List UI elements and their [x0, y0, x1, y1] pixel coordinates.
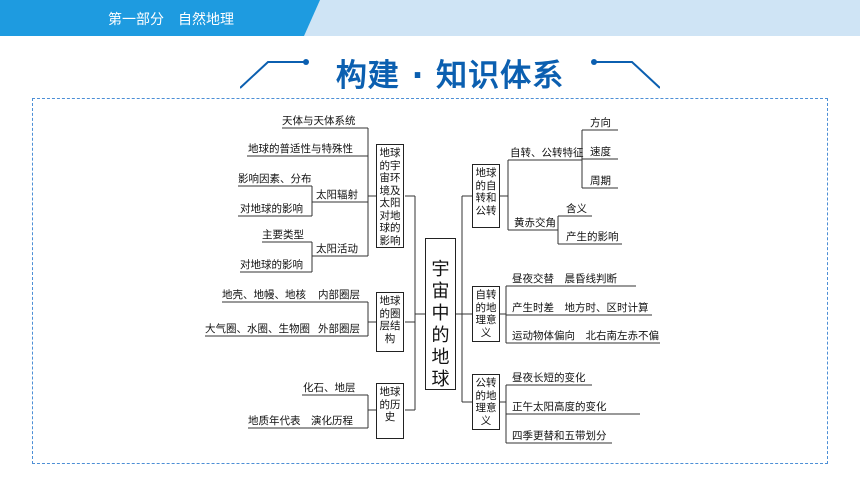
page-title: 构建 · 知识体系	[335, 58, 565, 94]
box-earth-history: 地球的历史	[376, 383, 404, 439]
title-swoosh-decor	[240, 59, 660, 89]
node-day-length: 昼夜长短的变化	[512, 372, 586, 384]
header-bar: 第一部分 自然地理	[0, 0, 860, 36]
node-activity-impact: 对地球的影响	[240, 259, 303, 271]
node-solar-radiation: 太阳辐射	[316, 189, 358, 201]
diagram-frame	[32, 98, 828, 464]
node-radiation-impact: 对地球的影响	[240, 203, 303, 215]
box-universe-environment: 地球的宇宙环境及太阳对地球的影响	[376, 144, 404, 248]
node-solar-activity: 太阳活动	[316, 243, 358, 255]
node-earth-universality: 地球的普适性与特殊性	[248, 143, 353, 155]
box-revolution-meaning: 公转的地理意义	[472, 374, 500, 430]
node-radiation-factors: 影响因素、分布	[238, 173, 312, 185]
box-rotation-meaning: 自转的地理意义	[472, 286, 500, 342]
node-celestial-systems: 天体与天体系统	[282, 115, 356, 127]
title-banner: 构建 · 知识体系	[240, 46, 660, 94]
node-deflection: 运动物体偏向 北右南左赤不偏	[512, 330, 659, 342]
box-earth-motion: 地球的自转和公转	[472, 164, 500, 228]
node-fossils-strata: 化石、地层	[303, 382, 356, 394]
box-earth-layers: 地球的圈层结构	[376, 292, 404, 352]
node-obliquity: 黄赤交角	[514, 217, 556, 229]
node-obliquity-impact: 产生的影响	[566, 231, 619, 243]
node-inner-detail: 地壳、地幔、地核	[222, 289, 306, 301]
node-speed: 速度	[590, 146, 611, 158]
node-activity-types: 主要类型	[262, 229, 304, 241]
node-outer-detail: 大气圈、水圈、生物圈	[205, 323, 310, 335]
node-seasons-zones: 四季更替和五带划分	[512, 430, 607, 442]
node-geologic-timescale: 地质年代表 演化历程	[248, 415, 353, 427]
node-motion-features: 自转、公转特征	[510, 147, 584, 159]
node-inner-layers: 内部圈层	[318, 289, 360, 301]
node-obliquity-meaning: 含义	[566, 203, 587, 215]
node-outer-layers: 外部圈层	[318, 323, 360, 335]
node-period: 周期	[590, 175, 611, 187]
header-tab	[0, 0, 320, 36]
center-topic: 宇宙中的地球	[425, 238, 456, 390]
node-day-night: 昼夜交替 晨昏线判断	[512, 273, 617, 285]
breadcrumb: 第一部分 自然地理	[108, 12, 234, 28]
node-noon-sun-height: 正午太阳高度的变化	[512, 401, 607, 413]
node-direction: 方向	[590, 117, 611, 129]
node-time-difference: 产生时差 地方时、区时计算	[512, 302, 649, 314]
